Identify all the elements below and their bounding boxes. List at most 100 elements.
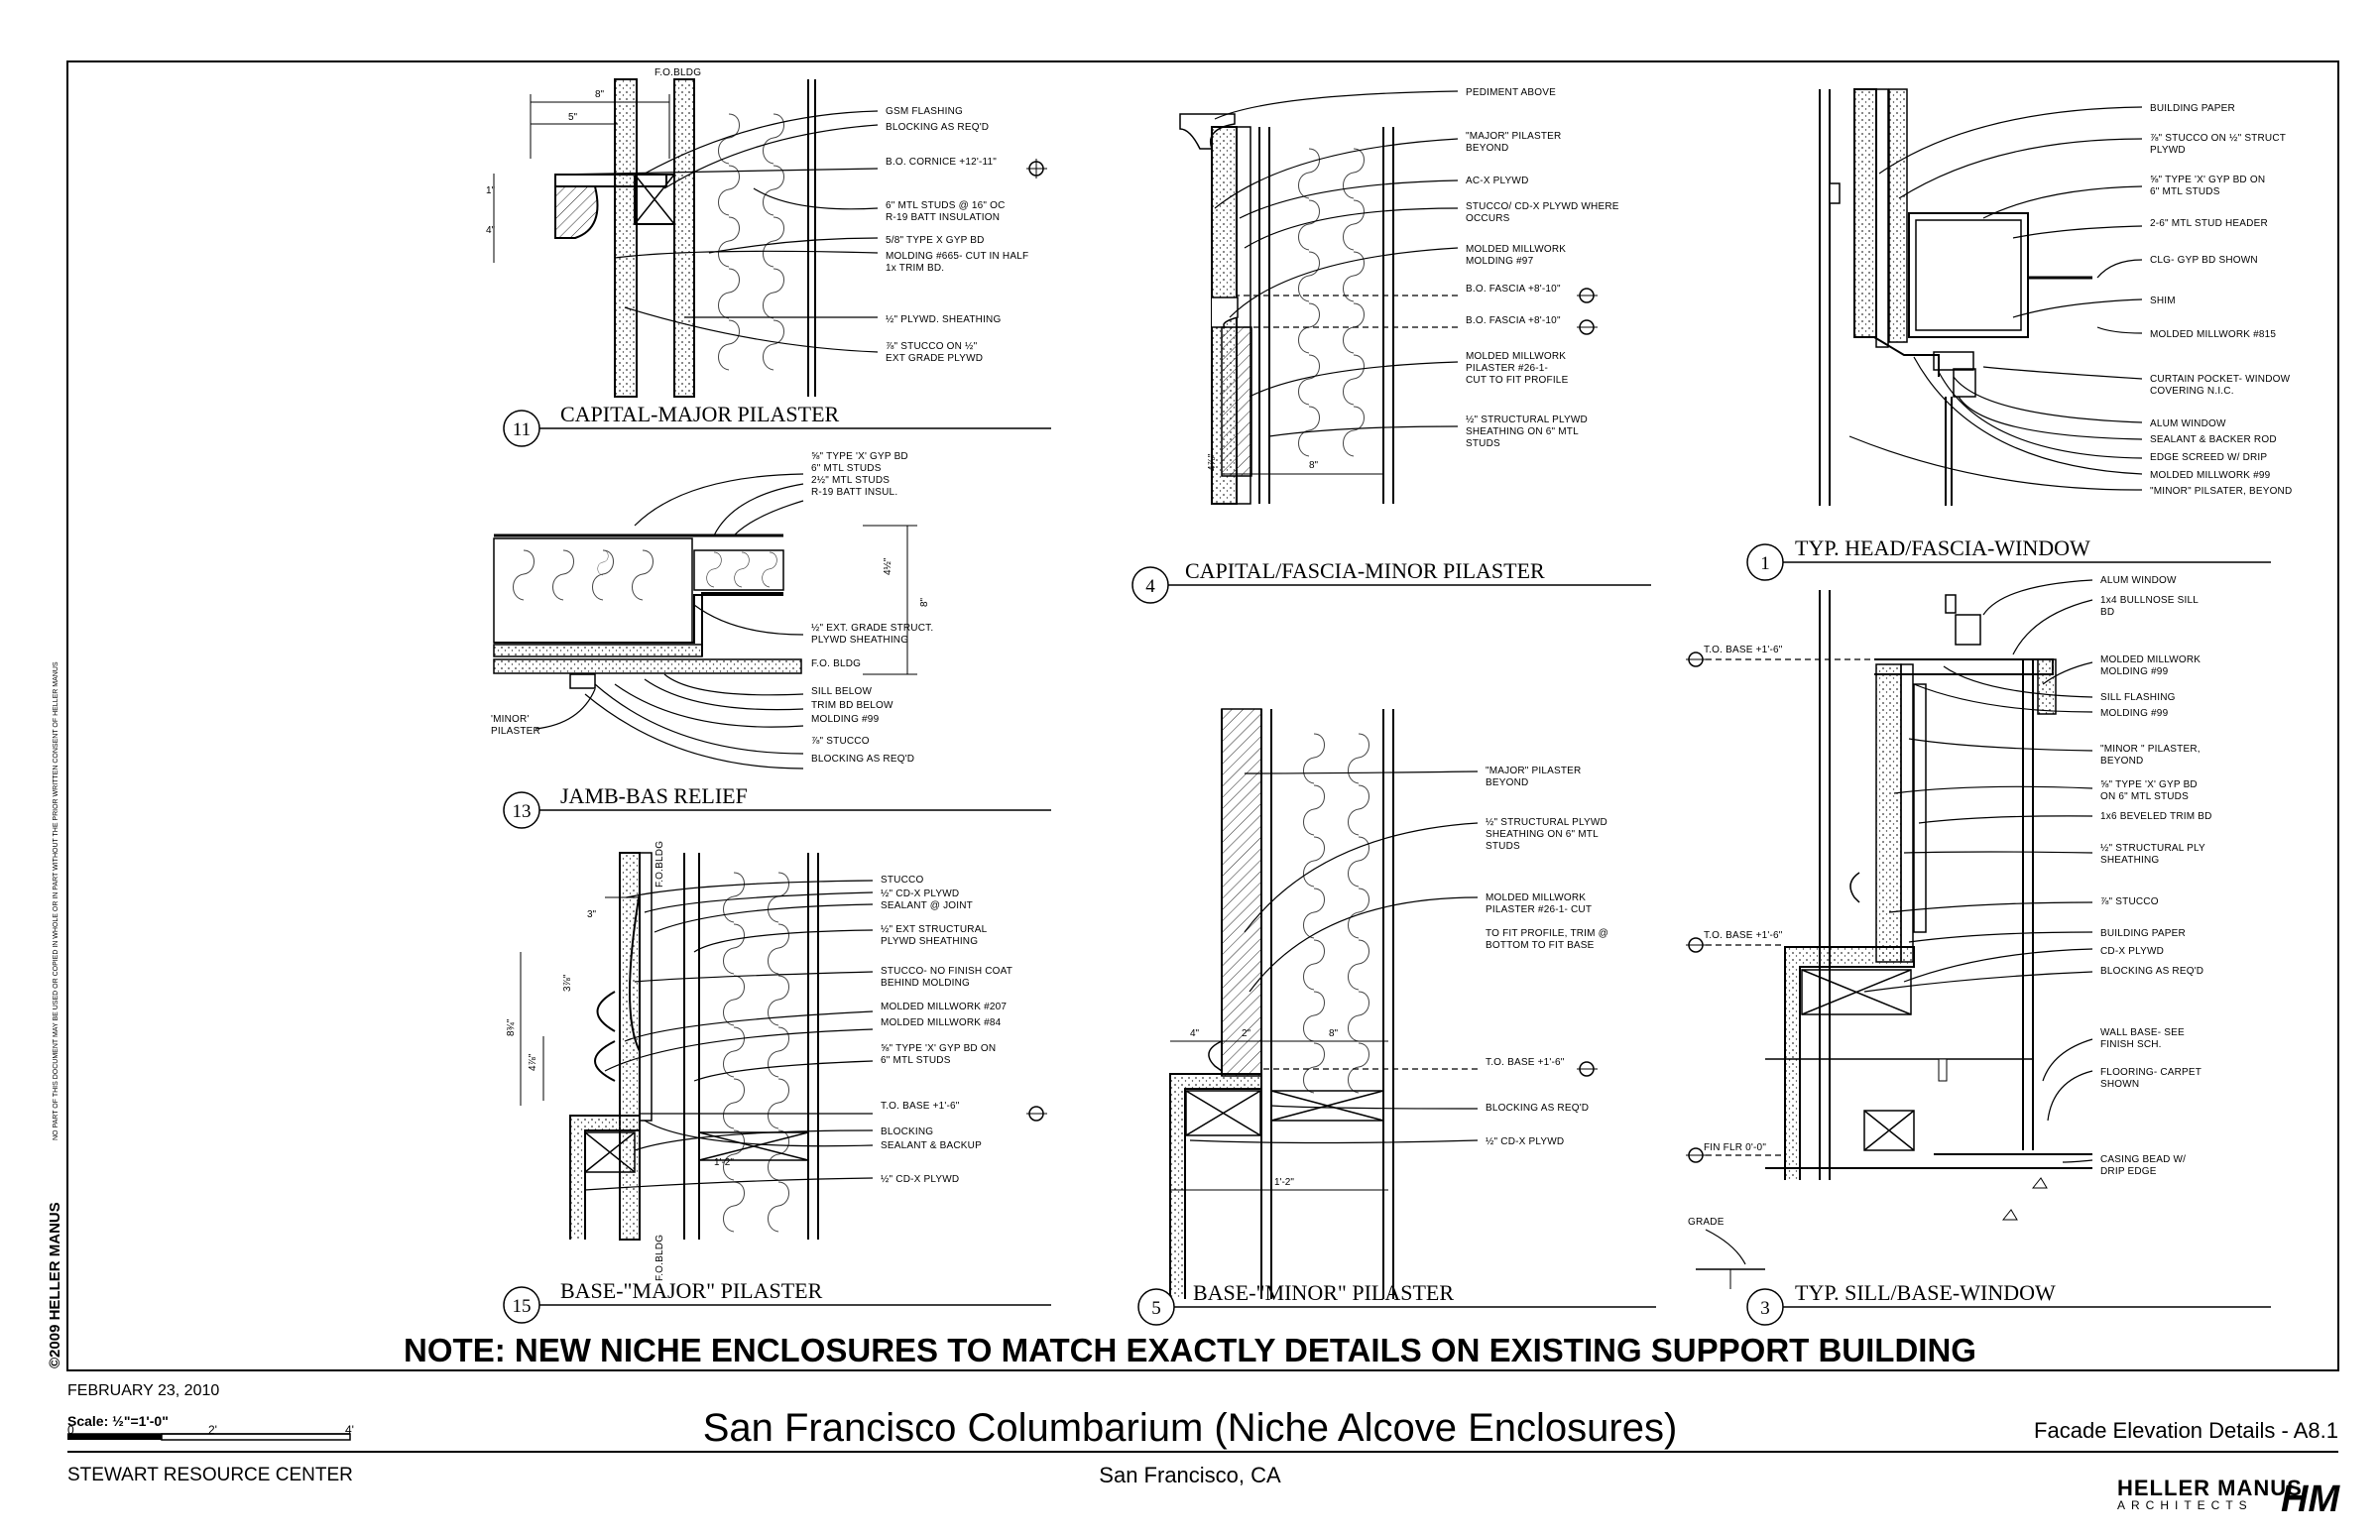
- label-3-13: ½" STRUCTURAL PLY: [2100, 843, 2205, 854]
- label-15-8: MOLDED MILLWORK #207: [881, 1002, 1007, 1012]
- label-4-5: OCCURS: [1466, 213, 1510, 224]
- label-3-0: ALUM WINDOW: [2100, 575, 2177, 586]
- label-3-21: FINISH SCH.: [2100, 1039, 2162, 1050]
- dim-11-a: 8": [595, 89, 605, 100]
- title-block: FEBRUARY 23, 2010 Scale: ½"=1'-0" 0 2' 4…: [67, 1382, 2340, 1520]
- dim-15-e: 1'-2": [714, 1157, 734, 1168]
- label-4-3: AC-X PLYWD: [1466, 176, 1529, 186]
- label-3-12: 1x6 BEVELED TRIM BD: [2100, 811, 2212, 822]
- detail-5-number: 5: [1151, 1298, 1161, 1319]
- label-3-10: ⅝" TYPE 'X' GYP BD: [2100, 779, 2198, 790]
- label-15-11: 6" MTL STUDS: [881, 1055, 951, 1066]
- label-5-9: T.O. BASE +1'-6": [1486, 1057, 1565, 1068]
- general-note: NOTE: NEW NICHE ENCLOSURES TO MATCH EXAC…: [404, 1332, 1976, 1368]
- dim-15-a: 3": [587, 909, 597, 920]
- label-15-6: STUCCO- NO FINISH COAT: [881, 966, 1012, 977]
- scale-tick-2: 2': [208, 1423, 217, 1437]
- label-13-8: TRIM BD BELOW: [811, 700, 893, 711]
- label-3-22: FLOORING- CARPET: [2100, 1067, 2202, 1078]
- dim-4-b: 4⅞": [1207, 453, 1218, 471]
- label-3-4: MOLDED MILLWORK: [2100, 654, 2201, 665]
- label-15-16: F.O.BLDG: [654, 1235, 665, 1281]
- detail-11-title: CAPITAL-MAJOR PILASTER: [560, 402, 840, 426]
- label-13-6: F.O. BLDG: [811, 658, 861, 669]
- label-1-12: SEALANT & BACKER ROD: [2150, 434, 2277, 445]
- label-5-5: MOLDED MILLWORK: [1486, 892, 1586, 903]
- detail-15: 3" 3⅞" 8¾" 4⅞" 1'-2" F.O.BLDG STUCCO ½" …: [503, 841, 1051, 1324]
- dim-15-d: 4⅞": [528, 1053, 538, 1071]
- label-1-6: CLG- GYP BD SHOWN: [2150, 255, 2258, 266]
- label-1-2: PLYWD: [2150, 145, 2186, 156]
- label-1-4: 6" MTL STUDS: [2150, 186, 2220, 197]
- project-location: San Francisco, CA: [1099, 1463, 1281, 1487]
- label-11-5: 5/8" TYPE X GYP BD: [886, 235, 985, 246]
- detail-1-title: TYP. HEAD/FASCIA-WINDOW: [1795, 535, 2090, 560]
- label-13-11: BLOCKING AS REQ'D: [811, 754, 914, 765]
- label-5-10: BLOCKING AS REQ'D: [1486, 1103, 1589, 1114]
- label-4-0: PEDIMENT ABOVE: [1466, 87, 1556, 98]
- detail-1: BUILDING PAPER ⅞" STUCCO ON ½" STRUCT PL…: [1746, 88, 2292, 581]
- label-11-4: R-19 BATT INSULATION: [886, 212, 1000, 223]
- sheet-title: Facade Elevation Details - A8.1: [2034, 1418, 2338, 1443]
- label-5-8: BOTTOM TO FIT BASE: [1486, 940, 1595, 951]
- detail-1-number: 1: [1760, 553, 1770, 574]
- detail-13: 4½" 8" ⅝" TYPE 'X' GYP BD 6" MTL STUDS 2…: [491, 451, 1051, 829]
- label-15-14: SEALANT & BACKUP: [881, 1140, 982, 1151]
- detail-4-number: 4: [1145, 576, 1155, 597]
- dim-13-b: 8": [919, 597, 930, 607]
- label-11-2: B.O. CORNICE +12'-11": [886, 157, 997, 168]
- scale-tick-4: 4': [345, 1423, 354, 1437]
- label-3-18: CD-X PLYWD: [2100, 946, 2164, 957]
- dim-5-a: 4": [1190, 1028, 1200, 1039]
- label-5-4: STUDS: [1486, 841, 1520, 852]
- label-3-6: SILL FLASHING: [2100, 692, 2176, 703]
- label-13-2: 2½" MTL STUDS: [811, 475, 890, 486]
- label-3-23: SHOWN: [2100, 1079, 2139, 1090]
- scale-tick-0: 0: [67, 1423, 74, 1437]
- label-1-3: ⅝" TYPE 'X' GYP BD ON: [2150, 175, 2265, 185]
- label-13-3: R-19 BATT INSUL.: [811, 487, 897, 498]
- label-15-0: F.O.BLDG: [654, 841, 665, 888]
- label-11-10: EXT GRADE PLYWD: [886, 353, 983, 364]
- label-4-6: MOLDED MILLWORK: [1466, 244, 1566, 255]
- label-11-9: ⅞" STUCCO ON ½": [886, 341, 978, 352]
- label-1-14: MOLDED MILLWORK #99: [2150, 470, 2271, 481]
- label-3-14: SHEATHING: [2100, 855, 2159, 866]
- sheet-border: [66, 60, 2339, 1371]
- dim-11-c: 1": [486, 185, 496, 196]
- firm-logo: HELLER MANUS ARCHITECTS HM: [2117, 1476, 2340, 1520]
- label-15-13: BLOCKING: [881, 1126, 933, 1137]
- label-4-1: "MAJOR" PILASTER: [1466, 131, 1561, 142]
- client-name: STEWART RESOURCE CENTER: [67, 1465, 353, 1485]
- label-3-2: BD: [2100, 607, 2114, 618]
- detail-4: 8" 4⅞" PEDIMENT ABOVE "MAJOR" PILASTER B…: [1131, 87, 1651, 604]
- label-4-9: B.O. FASCIA +8'-10": [1466, 315, 1561, 326]
- label-5-11: ½" CD-X PLYWD: [1486, 1136, 1564, 1147]
- label-4-14: SHEATHING ON 6" MTL: [1466, 426, 1579, 437]
- label-1-0: BUILDING PAPER: [2150, 103, 2235, 114]
- scale-label: Scale: ½"=1'-0": [67, 1413, 169, 1429]
- label-13-1: 6" MTL STUDS: [811, 463, 882, 474]
- firm-logo-mark: HM: [2281, 1479, 2340, 1520]
- detail-4-title: CAPITAL/FASCIA-MINOR PILASTER: [1185, 558, 1545, 583]
- label-1-8: MOLDED MILLWORK #815: [2150, 329, 2276, 340]
- label-1-11: ALUM WINDOW: [2150, 418, 2226, 429]
- label-5-0: "MAJOR" PILASTER: [1486, 766, 1581, 776]
- label-3-11: ON 6" MTL STUDS: [2100, 791, 2189, 802]
- label-5-6: PILASTER #26-1- CUT: [1486, 904, 1592, 915]
- label-1-5: 2-6" MTL STUD HEADER: [2150, 218, 2268, 229]
- label-1-7: SHIM: [2150, 296, 2176, 306]
- firm-name: HELLER MANUS: [2117, 1476, 2303, 1500]
- label-3-24: FIN FLR 0'-0": [1704, 1142, 1766, 1153]
- label-13-13: PILASTER: [491, 726, 540, 737]
- label-4-7: MOLDING #97: [1466, 256, 1534, 267]
- detail-3-number: 3: [1760, 1298, 1770, 1319]
- label-4-11: PILASTER #26-1-: [1466, 363, 1548, 374]
- label-15-2: ½" CD-X PLYWD: [881, 888, 959, 899]
- label-3-20: WALL BASE- SEE: [2100, 1027, 2185, 1038]
- label-4-10: MOLDED MILLWORK: [1466, 351, 1566, 362]
- dim-5-c: 8": [1329, 1028, 1339, 1039]
- label-5-1: BEYOND: [1486, 777, 1528, 788]
- label-11-3: 6" MTL STUDS @ 16" OC: [886, 200, 1006, 211]
